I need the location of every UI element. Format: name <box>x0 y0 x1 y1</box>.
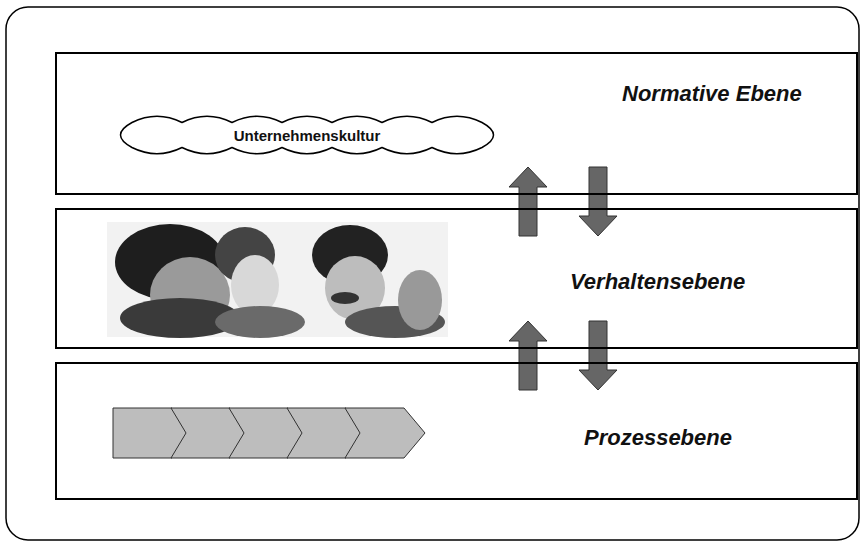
process-chevrons <box>113 408 425 458</box>
block-arrow <box>509 167 547 236</box>
level-band: Unternehmenskultur Normative Ebene <box>55 52 858 195</box>
level-label: Verhaltensebene <box>570 269 745 295</box>
cloud-shape <box>121 116 494 153</box>
cloud-label: Unternehmenskultur <box>234 127 381 144</box>
level-label: Normative Ebene <box>622 81 802 107</box>
level-band: Prozessebene <box>55 362 858 500</box>
outer-frame <box>6 7 859 540</box>
level-band: Verhaltensebene <box>55 208 858 349</box>
culture-cloud: Unternehmenskultur <box>107 109 507 161</box>
level-label: Prozessebene <box>584 425 732 451</box>
chevron <box>345 408 425 458</box>
block-arrow <box>579 167 617 236</box>
people-photo <box>107 222 448 338</box>
block-arrow <box>579 321 617 390</box>
block-arrow <box>509 321 547 390</box>
